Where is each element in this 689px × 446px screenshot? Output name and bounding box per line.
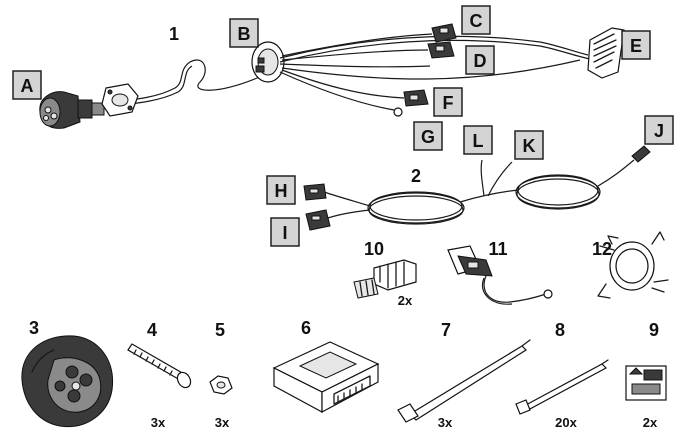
label-l: L bbox=[473, 131, 484, 151]
label-c: C bbox=[470, 11, 483, 31]
part-number-1: 1 bbox=[169, 24, 179, 44]
label-b: B bbox=[238, 24, 251, 44]
letter-labels: A B C D E F G H I J K L bbox=[12, 5, 674, 247]
part-7-cable-tie bbox=[397, 339, 531, 423]
part-3-trailer-socket bbox=[21, 335, 114, 428]
part-6-electronic-module bbox=[272, 341, 380, 414]
part-number-4: 4 bbox=[147, 320, 157, 340]
part-number-10: 10 bbox=[364, 239, 384, 259]
label-box-f bbox=[433, 87, 463, 117]
label-box-l bbox=[463, 125, 493, 155]
label-f: F bbox=[443, 93, 454, 113]
part-11-module-with-wire bbox=[447, 245, 553, 305]
label-d: D bbox=[474, 51, 487, 71]
part-number-3: 3 bbox=[29, 318, 39, 338]
label-i: I bbox=[282, 223, 287, 243]
part-number-2: 2 bbox=[411, 166, 421, 186]
main-wiring-harness bbox=[39, 23, 625, 129]
quantity-part-7: 3x bbox=[438, 415, 453, 430]
part-number-6: 6 bbox=[301, 318, 311, 338]
quantities: 2x 3x 3x 3x 20x 2x bbox=[151, 293, 658, 430]
part-number-9: 9 bbox=[649, 320, 659, 340]
label-box-a bbox=[12, 70, 42, 100]
part-numbers: 1 2 3 4 5 6 7 8 9 10 11 12 bbox=[29, 24, 659, 340]
label-box-g bbox=[413, 121, 443, 151]
part-9-label-sticker bbox=[625, 365, 667, 401]
extension-wiring-harness bbox=[303, 145, 651, 231]
part-number-5: 5 bbox=[215, 320, 225, 340]
label-box-h bbox=[266, 175, 296, 205]
part-12-grommet-ring bbox=[597, 231, 669, 299]
label-g: G bbox=[421, 127, 435, 147]
quantity-part-10: 2x bbox=[398, 293, 413, 308]
label-e: E bbox=[630, 36, 642, 56]
part-number-8: 8 bbox=[555, 320, 565, 340]
label-k: K bbox=[523, 136, 536, 156]
label-a: A bbox=[21, 76, 34, 96]
quantity-part-5: 3x bbox=[215, 415, 230, 430]
label-box-e bbox=[621, 30, 651, 60]
part-5-nut bbox=[209, 375, 233, 395]
label-j: J bbox=[654, 121, 664, 141]
quantity-part-4: 3x bbox=[151, 415, 166, 430]
label-box-j bbox=[644, 115, 674, 145]
label-h: H bbox=[275, 181, 288, 201]
part-number-11: 11 bbox=[488, 239, 507, 259]
part-number-12: 12 bbox=[592, 239, 612, 259]
part-number-7: 7 bbox=[441, 320, 451, 340]
part-10-connector-block bbox=[353, 259, 417, 299]
part-4-bolt bbox=[127, 343, 192, 389]
label-box-c bbox=[461, 5, 491, 35]
label-box-d bbox=[465, 45, 495, 75]
label-box-b bbox=[229, 18, 259, 48]
part-8-small-cable-tie bbox=[515, 359, 609, 415]
quantity-part-9: 2x bbox=[643, 415, 658, 430]
label-box-k bbox=[514, 130, 544, 160]
label-box-i bbox=[270, 217, 300, 247]
quantity-part-8: 20x bbox=[555, 415, 577, 430]
